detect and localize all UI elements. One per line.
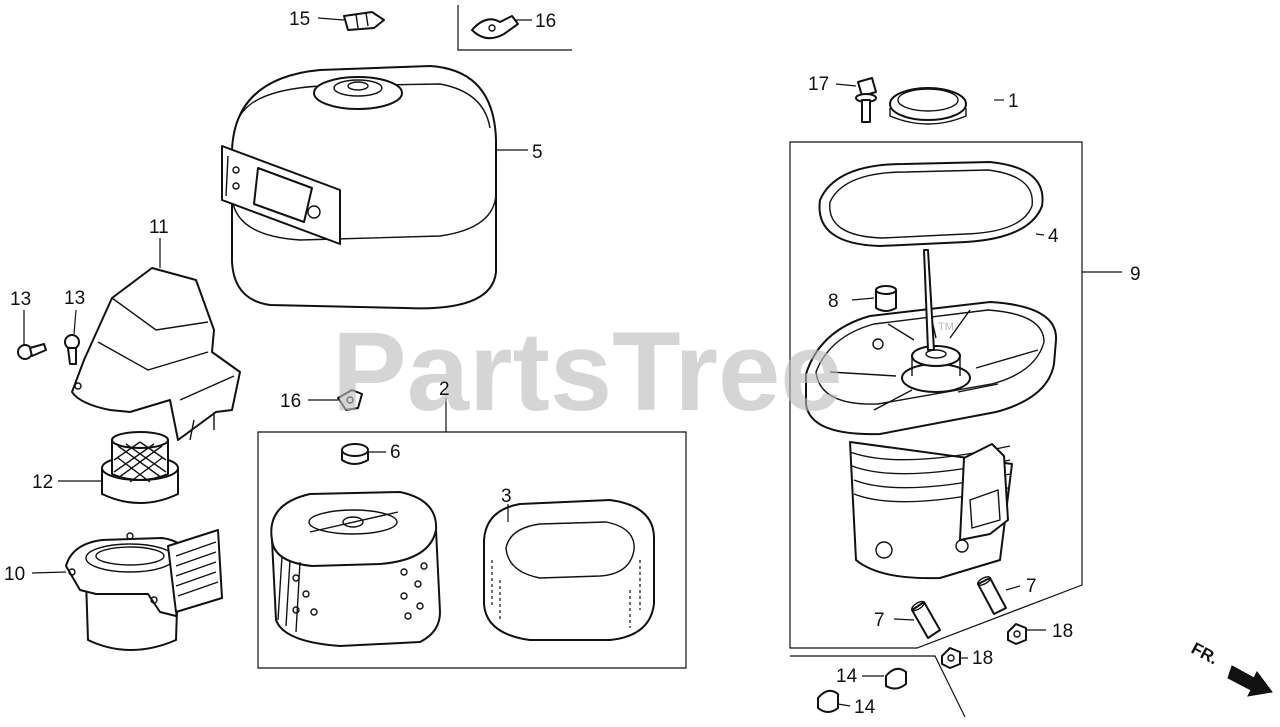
- callout-18-left: 18: [972, 648, 993, 669]
- front-direction-indicator: FR.: [1188, 639, 1273, 697]
- nut-14-top: [885, 667, 907, 690]
- callout-17: 17: [808, 74, 829, 95]
- callout-18-right: 18: [1052, 621, 1073, 642]
- bolt-17: [855, 77, 877, 123]
- callout-labels: 15 16 5 11 13 13 16 2 6 12 3 10 17 1 4 9…: [4, 9, 1141, 718]
- callout-1: 1: [1008, 91, 1019, 112]
- callout-10: 10: [4, 564, 25, 585]
- pre-cleaner-screen: [101, 431, 179, 504]
- seal-ring: [889, 87, 967, 125]
- watermark-trademark: TM: [938, 321, 954, 333]
- pin-7-left: [911, 600, 941, 639]
- callout-4: 4: [1048, 226, 1059, 247]
- nut-14-bottom: [817, 689, 839, 713]
- air-cleaner-cover: [221, 65, 497, 310]
- callout-16-mid: 16: [280, 391, 301, 412]
- callout-3: 3: [501, 486, 512, 507]
- callout-13-right: 13: [64, 288, 85, 309]
- callout-7-left: 7: [874, 610, 885, 631]
- callout-5: 5: [532, 142, 543, 163]
- callout-11: 11: [149, 217, 169, 238]
- group-frame-2: [257, 431, 687, 669]
- bolt-13-right: [64, 334, 80, 365]
- callout-13-left: 13: [10, 289, 31, 310]
- collar-8: [875, 285, 897, 312]
- air-cleaner-base: [805, 249, 1058, 580]
- grommet-6: [341, 443, 369, 465]
- paper-element: [270, 491, 441, 647]
- group-frame-16: [457, 5, 572, 51]
- bolt-13-left: [17, 343, 47, 360]
- callout-8: 8: [828, 291, 839, 312]
- nut-18-left: [941, 647, 961, 669]
- clip-15: [343, 11, 385, 31]
- front-label: FR.: [1188, 639, 1221, 669]
- air-cleaner-case: [65, 529, 223, 651]
- foam-element: [483, 499, 655, 641]
- callout-2: 2: [439, 379, 450, 400]
- leader-lines: [23, 17, 1122, 707]
- callout-14-bottom: 14: [854, 697, 876, 718]
- callout-12: 12: [32, 472, 53, 493]
- callout-9: 9: [1130, 264, 1141, 285]
- front-arrow-icon: [1227, 665, 1273, 697]
- nut-18-right: [1007, 623, 1027, 645]
- pin-7-right: [976, 576, 1007, 615]
- gasket: [818, 161, 1044, 247]
- callout-16-top: 16: [535, 11, 556, 32]
- wing-nut-16-mid: [337, 389, 363, 411]
- group-frame-bottom: [790, 655, 966, 718]
- watermark: PartsTree: [332, 309, 843, 434]
- callout-6: 6: [390, 442, 401, 463]
- wing-nut-16-top: [471, 15, 519, 40]
- callout-15: 15: [289, 9, 310, 30]
- group-frame-right: [789, 141, 1083, 649]
- callout-14-top: 14: [836, 666, 858, 687]
- callout-7-right: 7: [1026, 576, 1037, 597]
- elbow-duct: [71, 267, 241, 441]
